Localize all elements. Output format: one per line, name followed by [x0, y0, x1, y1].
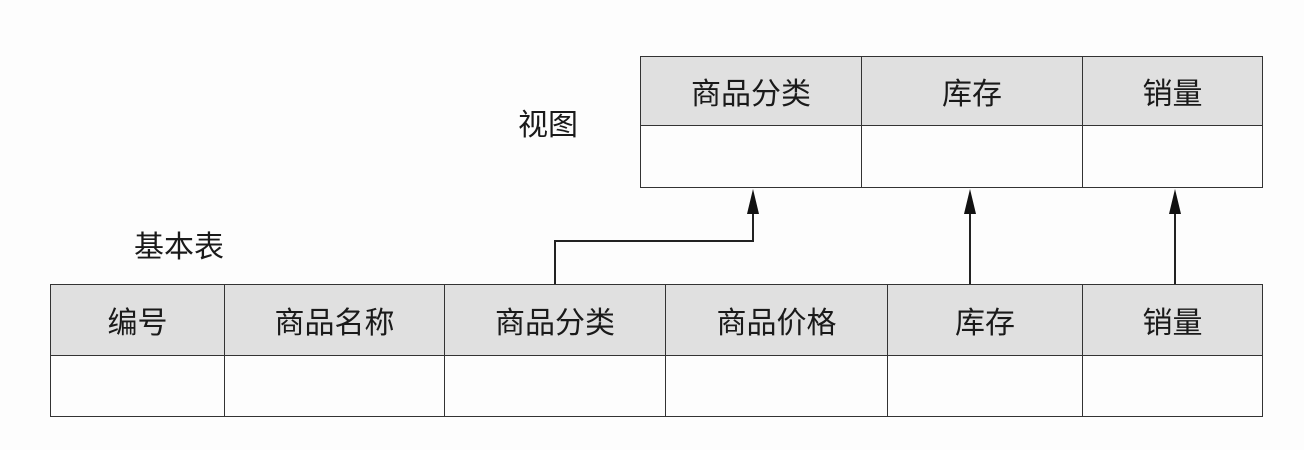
view-header-stock: 库存 [861, 56, 1083, 126]
base-cell [665, 355, 888, 417]
base-cell [1082, 355, 1263, 417]
base-cell [444, 355, 666, 417]
arrowhead-icon [1169, 189, 1181, 214]
base-table-label: 基本表 [134, 230, 224, 265]
arrowhead-icon [964, 189, 976, 214]
base-cell [887, 355, 1083, 417]
base-cell [224, 355, 445, 417]
view-header-category: 商品分类 [640, 56, 862, 126]
base-header-name: 商品名称 [224, 284, 445, 356]
view-label: 视图 [518, 108, 578, 143]
view-cell [1082, 125, 1263, 188]
view-table: 商品分类 库存 销量 [640, 56, 1263, 188]
arrow-category [554, 210, 754, 284]
base-table: 编号 商品名称 商品分类 商品价格 库存 销量 [50, 284, 1263, 417]
base-header-price: 商品价格 [665, 284, 888, 356]
base-header-sales: 销量 [1082, 284, 1263, 356]
base-cell [50, 355, 225, 417]
arrowhead-icon [747, 189, 759, 214]
view-cell [640, 125, 862, 188]
base-header-id: 编号 [50, 284, 225, 356]
view-cell [861, 125, 1083, 188]
